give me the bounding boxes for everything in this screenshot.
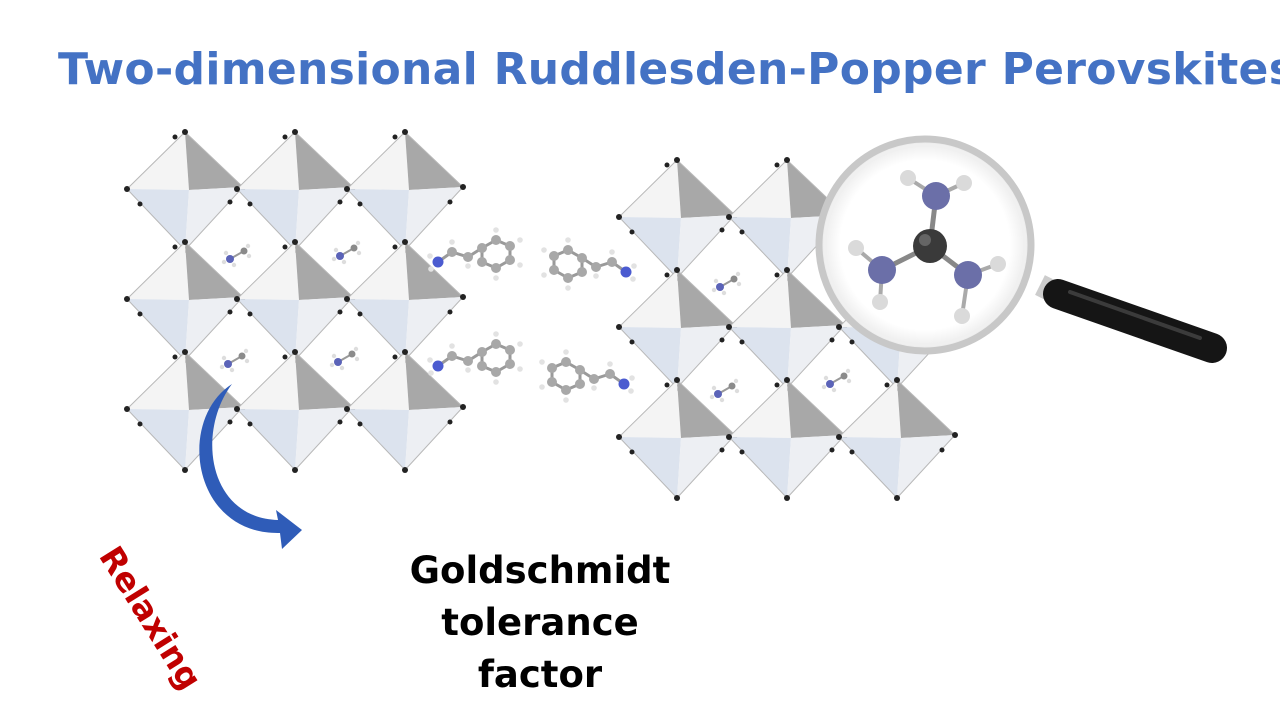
left-perovskite-lattice bbox=[123, 128, 467, 474]
cation-molecule-icon bbox=[708, 377, 741, 404]
curved-arrow-icon bbox=[199, 384, 302, 549]
octahedron-icon bbox=[343, 238, 467, 364]
cation-molecule-icon bbox=[220, 242, 253, 269]
tolerance-factor-line2: factor bbox=[477, 653, 603, 696]
tolerance-factor-label: Goldschmidt tolerance factor bbox=[310, 545, 770, 701]
cation-molecule-icon bbox=[710, 270, 743, 297]
cation-molecule-icon bbox=[820, 367, 853, 394]
magnifier-icon bbox=[815, 135, 1227, 363]
octahedron-icon bbox=[343, 348, 467, 474]
cation-molecule-icon bbox=[218, 347, 251, 374]
cation-molecule-icon bbox=[328, 345, 361, 372]
octahedron-icon bbox=[835, 376, 959, 502]
slide-title: Two-dimensional Ruddlesden-Popper Perovs… bbox=[58, 44, 1280, 95]
organic-spacer-molecule-icon bbox=[425, 225, 525, 283]
octahedron-icon bbox=[233, 128, 357, 254]
octahedron-icon bbox=[343, 128, 467, 254]
octahedron-icon bbox=[233, 348, 357, 474]
octahedron-icon bbox=[725, 376, 849, 502]
organic-spacer-molecule-icon bbox=[539, 235, 639, 293]
organic-spacer-molecule-icon bbox=[425, 329, 525, 387]
cation-molecule-icon bbox=[330, 239, 363, 266]
octahedron-icon bbox=[615, 156, 739, 282]
tolerance-factor-line1: Goldschmidt tolerance bbox=[409, 549, 671, 644]
guanidinium-molecule-icon bbox=[848, 170, 1006, 324]
octahedron-icon bbox=[123, 128, 247, 254]
organic-spacer-molecule-icon bbox=[537, 347, 637, 405]
